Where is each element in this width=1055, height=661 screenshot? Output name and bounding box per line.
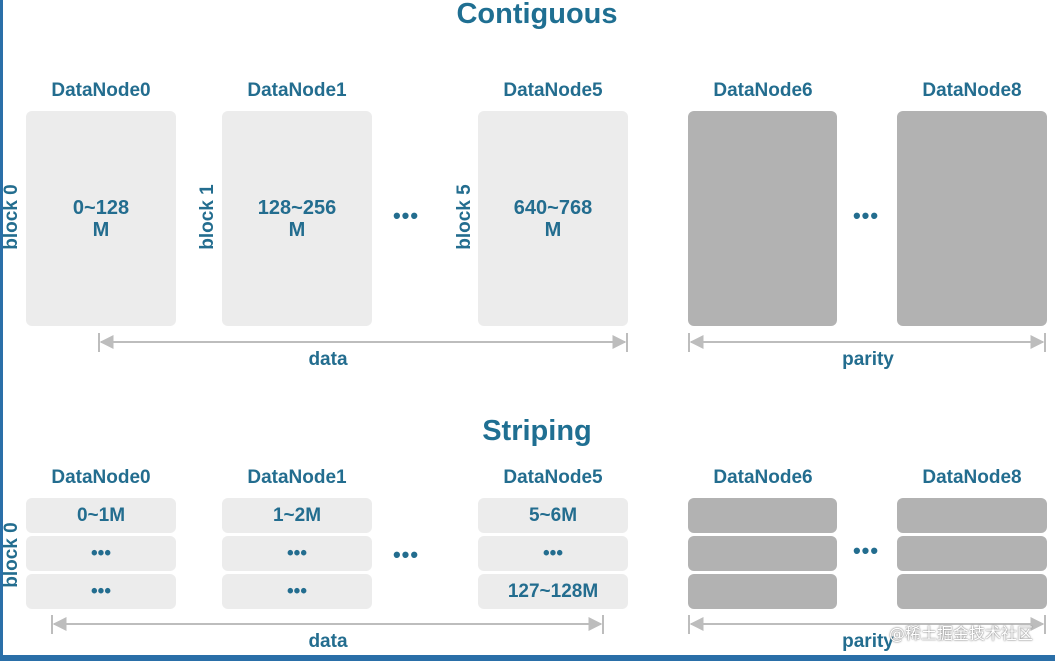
- striping-cell-node0-row2: •••: [26, 574, 176, 609]
- contiguous-data-label: data: [308, 349, 348, 370]
- contiguous-block-label-5: block 5: [454, 184, 475, 250]
- contiguous-node-label-5: DataNode5: [503, 80, 603, 101]
- contiguous-parity-ellipsis: •••: [852, 203, 880, 228]
- striping-parity-node8-row0: [897, 498, 1047, 533]
- striping-parity-node6-row1: [688, 536, 837, 571]
- striping-node-label-5: DataNode5: [503, 467, 603, 488]
- contiguous-block-label-1: block 1: [197, 184, 218, 250]
- striping-title: Striping: [482, 415, 592, 447]
- contiguous-node-label-1: DataNode1: [247, 80, 347, 101]
- striping-parity-node8-row2: [897, 574, 1047, 609]
- contiguous-data-block-5: 640~768 M: [478, 111, 628, 326]
- striping-node-label-8: DataNode8: [922, 467, 1022, 488]
- striping-block-label-0: block 0: [1, 522, 22, 588]
- contiguous-data-block-1: 128~256 M: [222, 111, 372, 326]
- striping-data-ellipsis: •••: [392, 542, 420, 567]
- striping-cell-node0-row0: 0~1M: [26, 498, 176, 533]
- contiguous-node-label-8: DataNode8: [922, 80, 1022, 101]
- striping-parity-node8-row1: [897, 536, 1047, 571]
- striping-parity-label: parity: [842, 631, 894, 652]
- striping-node-label-6: DataNode6: [713, 467, 813, 488]
- striping-cell-node1-row1: •••: [222, 536, 372, 571]
- striping-cell-node1-row2: •••: [222, 574, 372, 609]
- contiguous-parity-block-6: [688, 111, 837, 326]
- striping-cell-node5-row2: 127~128M: [478, 574, 628, 609]
- contiguous-data-ellipsis: •••: [392, 203, 420, 228]
- striping-parity-node6-row2: [688, 574, 837, 609]
- striping-parity-ellipsis: •••: [852, 538, 880, 563]
- frame-bottom-border: [0, 655, 1055, 661]
- contiguous-node-label-6: DataNode6: [713, 80, 813, 101]
- striping-cell-node5-row0: 5~6M: [478, 498, 628, 533]
- striping-cell-node0-row1: •••: [26, 536, 176, 571]
- frame-left-border: [0, 0, 3, 661]
- contiguous-parity-block-8: [897, 111, 1047, 326]
- striping-node-label-1: DataNode1: [247, 467, 347, 488]
- contiguous-parity-label: parity: [842, 349, 894, 370]
- contiguous-node-label-0: DataNode0: [51, 80, 151, 101]
- striping-parity-node6-row0: [688, 498, 837, 533]
- contiguous-data-block-0: 0~128 M: [26, 111, 176, 326]
- watermark: @稀土掘金技术社区: [888, 624, 1033, 643]
- contiguous-title: Contiguous: [456, 0, 618, 30]
- striping-cell-node5-row1: •••: [478, 536, 628, 571]
- contiguous-block-label-0: block 0: [1, 184, 22, 250]
- striping-cell-node1-row0: 1~2M: [222, 498, 372, 533]
- striping-node-label-0: DataNode0: [51, 467, 151, 488]
- striping-data-label: data: [308, 631, 348, 652]
